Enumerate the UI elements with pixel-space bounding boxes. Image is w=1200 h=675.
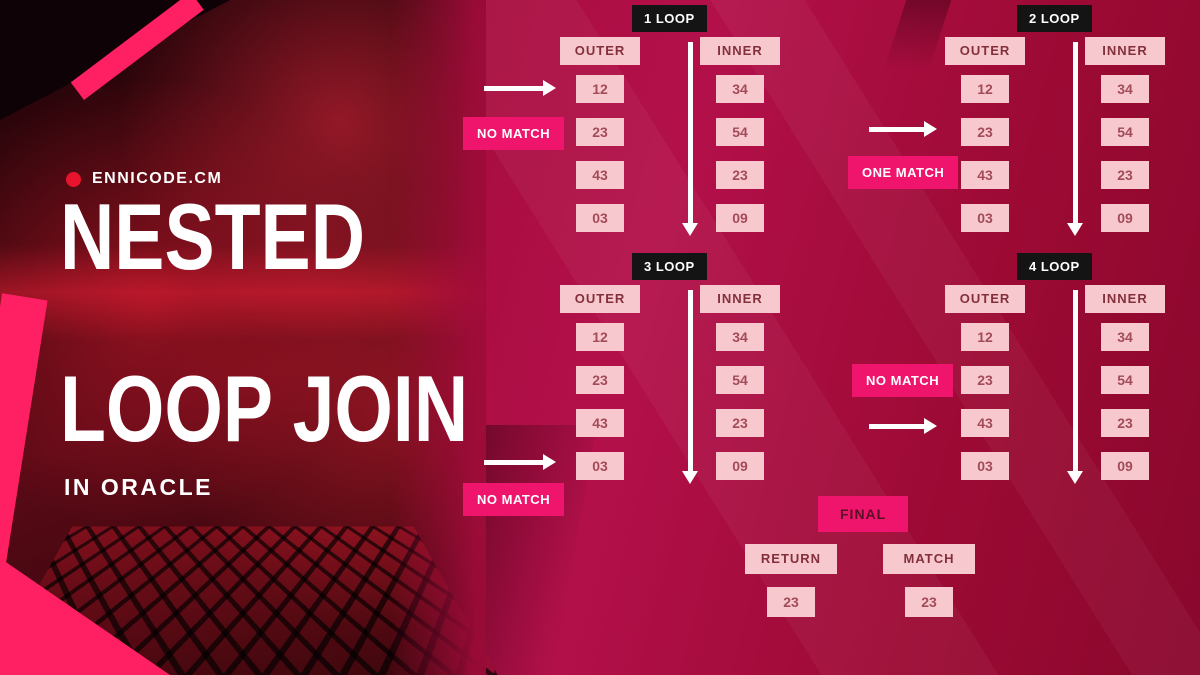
left-hero-panel: ENNICODE.CM NESTED LOOP JOIN IN ORACLE [0,0,526,675]
inner-value: 34 [716,323,764,351]
subtitle: IN ORACLE [64,474,213,500]
inner-value: 09 [716,452,764,480]
loop-group-1: 1 LOOP OUTER 12 23 43 03 INNER 34 54 23 … [560,5,790,257]
loop-1-inner-column: INNER 34 54 23 09 [700,37,780,232]
match-badge-loop-4: NO MATCH [852,364,954,397]
bg-shadow-shape [883,0,952,70]
loop-3-outer-column: OUTER 12 23 43 03 [560,285,640,480]
arrow-right-icon [484,80,556,96]
outer-value: 03 [961,204,1009,232]
inner-value: 09 [1101,204,1149,232]
loop-1-outer-column: OUTER 12 23 43 03 [560,37,640,232]
loop-group-4: 4 LOOP OUTER 12 23 43 03 INNER 34 54 23 … [945,253,1175,505]
brand-name: ENNICODE.CM [92,170,223,187]
return-header: RETURN [745,544,837,574]
outer-value: 12 [961,323,1009,351]
outer-value: 12 [576,75,624,103]
final-match-column: MATCH 23 [883,544,975,617]
title-line-2: LOOP JOIN [60,356,469,461]
inner-value: 54 [1101,118,1149,146]
outer-header: OUTER [560,37,640,65]
loop-4-outer-column: OUTER 12 23 43 03 [945,285,1025,480]
loop-2-inner-column: INNER 34 54 23 09 [1085,37,1165,232]
outer-header: OUTER [560,285,640,313]
inner-value: 23 [1101,161,1149,189]
inner-value: 09 [716,204,764,232]
return-value: 23 [767,587,815,617]
match-badge-loop-1: NO MATCH [463,117,565,150]
arrow-right-icon [869,418,937,434]
loop-3-badge: 3 LOOP [632,253,707,280]
inner-header: INNER [1085,37,1165,65]
loop-4-inner-column: INNER 34 54 23 09 [1085,285,1165,480]
loop-3-inner-column: INNER 34 54 23 09 [700,285,780,480]
arrow-down-icon [1067,42,1083,236]
loop-group-2: 2 LOOP OUTER 12 23 43 03 INNER 34 54 23 … [945,5,1175,257]
outer-value: 23 [576,366,624,394]
arrow-right-icon [869,121,937,137]
match-value: 23 [905,587,953,617]
outer-value: 23 [576,118,624,146]
title-line-1: NESTED [60,184,366,289]
outer-value: 12 [961,75,1009,103]
inner-value: 34 [1101,323,1149,351]
outer-value: 23 [961,366,1009,394]
inner-header: INNER [700,285,780,313]
inner-value: 34 [716,75,764,103]
match-badge-loop-2: ONE MATCH [848,156,959,189]
outer-header: OUTER [945,37,1025,65]
final-return-column: RETURN 23 [745,544,837,617]
outer-value: 03 [576,452,624,480]
loop-4-badge: 4 LOOP [1017,253,1092,280]
final-badge: FINAL [818,496,909,532]
outer-value: 43 [576,161,624,189]
brand: ENNICODE.CM [66,170,222,188]
final-group: FINAL RETURN 23 MATCH 23 [745,496,977,636]
arrow-down-icon [682,42,698,236]
inner-value: 23 [716,161,764,189]
hero-edge-blend [0,0,486,675]
inner-value: 23 [1101,409,1149,437]
outer-value: 43 [961,161,1009,189]
inner-value: 54 [716,366,764,394]
inner-value: 23 [716,409,764,437]
outer-value: 43 [576,409,624,437]
inner-value: 54 [716,118,764,146]
inner-header: INNER [700,37,780,65]
inner-header: INNER [1085,285,1165,313]
outer-value: 12 [576,323,624,351]
match-header: MATCH [883,544,975,574]
outer-value: 43 [961,409,1009,437]
inner-value: 09 [1101,452,1149,480]
arrow-right-icon [484,454,556,470]
inner-value: 54 [1101,366,1149,394]
match-badge-loop-3: NO MATCH [463,483,565,516]
outer-value: 03 [576,204,624,232]
loop-1-badge: 1 LOOP [632,5,707,32]
brand-dot-icon [66,171,81,187]
outer-value: 03 [961,452,1009,480]
loop-group-3: 3 LOOP OUTER 12 23 43 03 INNER 34 54 23 … [560,253,790,505]
loop-2-badge: 2 LOOP [1017,5,1092,32]
arrow-down-icon [1067,290,1083,484]
loop-2-outer-column: OUTER 12 23 43 03 [945,37,1025,232]
outer-value: 23 [961,118,1009,146]
outer-header: OUTER [945,285,1025,313]
arrow-down-icon [682,290,698,484]
inner-value: 34 [1101,75,1149,103]
